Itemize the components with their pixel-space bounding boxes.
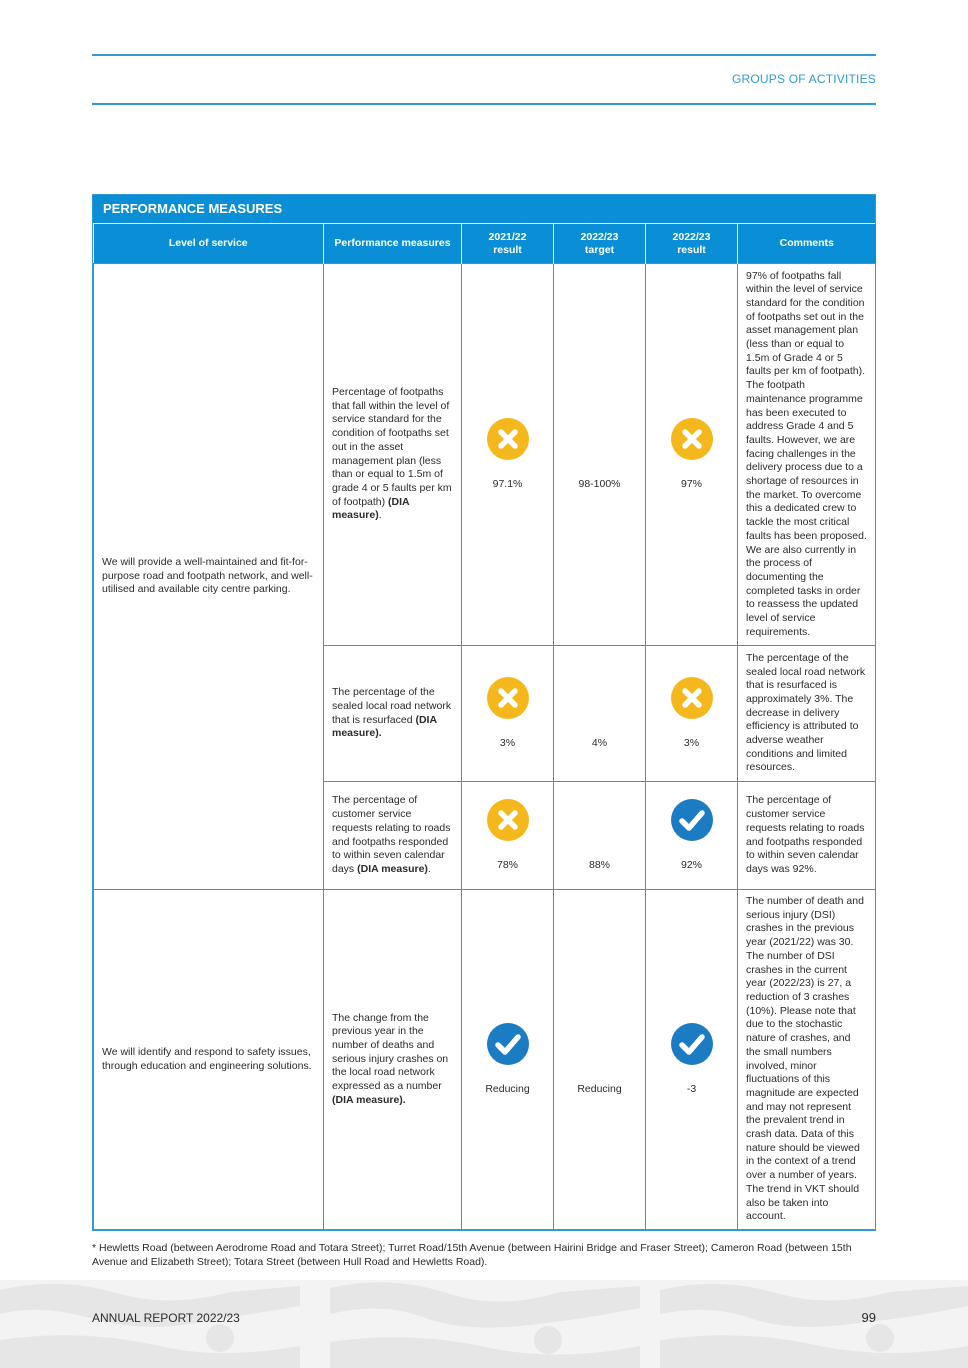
target-2223-cell: 88% [553,781,646,890]
table-row: We will provide a well-maintained and fi… [93,263,876,890]
footnote: * Hewletts Road (between Aerodrome Road … [92,1242,852,1268]
comment-cell: The percentage of the sealed local road … [737,645,876,782]
result-2122-cell: Reducing [461,889,554,1230]
header-row: Level of service Performance measures 20… [93,224,876,264]
measure-cell: Percentage of footpaths that fall within… [323,263,462,646]
section-label: GROUPS OF ACTIVITIES [731,72,876,86]
level-of-service-cell: We will identify and respond to safety i… [93,889,324,1230]
cross-icon [486,417,529,460]
tick-icon [670,798,713,841]
result-2223-cell: 92% [645,781,738,890]
cross-icon [670,676,713,719]
result-2223-cell: -3 [645,889,738,1230]
comment-cell: The number of death and serious injury (… [737,889,876,1230]
cross-icon [486,798,529,841]
target-2223-cell: Reducing [553,889,646,1230]
level-of-service-cell: We will provide a well-maintained and fi… [93,263,324,890]
comment-cell: The percentage of customer service reque… [737,781,876,890]
table-row: We will identify and respond to safety i… [93,889,876,1230]
result-2122-cell: 97.1% [461,263,554,646]
decorative-pattern-band [0,1280,968,1368]
page-number: 99 [861,1310,876,1325]
result-2122-cell: 78% [461,781,554,890]
footer-report-title: ANNUAL REPORT 2022/23 [92,1311,240,1325]
result-2223-cell: 97% [645,263,738,646]
tick-icon [670,1022,713,1065]
header-comments: Comments [737,224,876,264]
koru-pattern-graphic [0,1282,968,1368]
comment-cell: 97% of footpaths fall within the level o… [737,263,876,646]
table-title: PERFORMANCE MEASURES [93,195,875,224]
header-level-of-service: Level of service [93,224,324,264]
measure-cell: The percentage of customer service reque… [323,781,462,890]
cross-icon [670,417,713,460]
measure-cell: The change from the previous year in the… [323,889,462,1230]
result-2223-cell: 3% [645,645,738,782]
target-2223-cell: 98-100% [553,263,646,646]
header-rule-top [92,54,876,56]
cross-icon [486,676,529,719]
tick-icon [486,1022,529,1065]
table-row: The percentage of the sealed local road … [94,645,876,782]
performance-measures-table: PERFORMANCE MEASURES Level of service Pe… [92,194,876,1231]
header-rule-bottom [92,103,876,105]
measure-cell: The percentage of the sealed local road … [323,645,462,782]
table-row: The percentage of customer service reque… [94,781,876,890]
target-2223-cell: 4% [553,645,646,782]
header-performance-measures: Performance measures [323,224,462,264]
result-2122-cell: 3% [461,645,554,782]
